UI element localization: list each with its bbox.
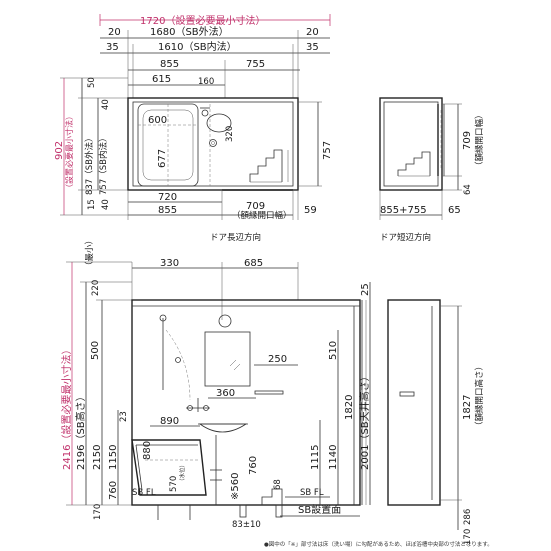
- plan-sb-outer-width: 1680（SB外法）: [150, 25, 229, 38]
- plan-dim-40: 40: [101, 99, 111, 110]
- elev-dim-330: 330: [160, 258, 179, 269]
- wash-basin-elevation: [198, 423, 248, 433]
- plan-dim-755: 755: [246, 59, 265, 70]
- plan-sb-inner-width: 1610（SB内法）: [158, 40, 237, 53]
- elev-dim-2150: 2150: [92, 445, 103, 470]
- elev-min-note: （最小）: [84, 236, 95, 270]
- elev-dim-68: 68: [273, 479, 283, 490]
- elev-dim-880: 880: [142, 441, 153, 460]
- elev-dim-25: 25: [360, 283, 371, 296]
- shower-fixture: [159, 314, 191, 401]
- step-symbol: [249, 149, 289, 183]
- elev-dim-685: 685: [244, 258, 263, 269]
- elev-dim-23: 23: [119, 411, 129, 422]
- short-step-symbol: [397, 151, 431, 177]
- elev-dim-2001: 2001（SB天井高さ）: [358, 371, 371, 470]
- elev-right-286: 286: [463, 509, 473, 525]
- elev-dim-760: 760: [108, 481, 119, 500]
- plan-dim-160: 160: [198, 77, 214, 87]
- short-dim-65: 65: [448, 205, 461, 216]
- plan-dim-59: 59: [304, 205, 317, 216]
- plan-left-dimension-lines: [60, 77, 128, 216]
- plan-caption: ドア長辺方向: [210, 232, 261, 243]
- elev-dim-1115: 1115: [310, 445, 321, 470]
- plan-unit-outline: [127, 97, 299, 191]
- plan-bottom-720: 720: [158, 192, 177, 203]
- elev-dim-170: 170: [93, 504, 103, 520]
- elev-dim-890: 890: [160, 416, 179, 427]
- elev-right-1827: 1827: [462, 395, 473, 420]
- plan-dim-855: 855: [160, 59, 179, 70]
- plan-dim-40-bottom: 40: [101, 199, 111, 210]
- plan-margin-left-35: 35: [106, 42, 119, 53]
- elev-dim-760b: 760: [248, 456, 259, 475]
- elev-fl-right: SB FL: [300, 488, 324, 498]
- elev-left-2416: 2416（設置必要最小寸法）: [60, 345, 73, 470]
- plan-dim-600: 600: [148, 115, 167, 126]
- bathtub-elevation: [131, 439, 207, 520]
- elev-mid-dimension-lines: [319, 282, 371, 505]
- elev-fl-left: SB FL: [132, 488, 156, 498]
- elev-dim-360: 360: [216, 388, 235, 399]
- elev-right-170: 170: [463, 529, 473, 545]
- plan-door-709-note: （額縁開口幅）: [232, 210, 292, 221]
- elev-dim-560: ※560: [230, 473, 241, 500]
- plan-unit-inner: [132, 101, 294, 187]
- drain-icon: [209, 139, 217, 147]
- plan-left-837: 837（SB外法）: [84, 134, 95, 195]
- faucet-plan-circle: [201, 109, 209, 117]
- elev-dim-510: 510: [328, 341, 339, 360]
- plan-dim-50: 50: [87, 77, 97, 88]
- elev-dim-570-note: （水位）: [178, 462, 186, 484]
- plan-left-757: 757（SB内法）: [98, 134, 109, 195]
- plan-dimension-lines: [99, 14, 331, 98]
- elev-left-dimension-lines: [66, 261, 132, 506]
- plan-right-757: 757: [322, 141, 333, 160]
- shower-head-icon: [175, 357, 181, 363]
- short-caption: ドア短辺方向: [380, 232, 431, 243]
- plan-margin-right-35: 35: [306, 42, 319, 53]
- elev-unit-outline: [131, 299, 361, 506]
- plan-left-902: 902: [54, 141, 65, 160]
- elev-dim-250: 250: [268, 354, 287, 365]
- elev-dim-500: 500: [90, 341, 101, 360]
- short-dim-709: 709: [462, 131, 473, 150]
- towel-bar: [254, 390, 284, 395]
- plan-total-width: 1720（設置必要最小寸法）: [140, 14, 265, 27]
- elev-dim-570: 570: [169, 476, 179, 492]
- elevation-view: （最小） 330 685 220 2416（設置必要最小寸法） 2196（SB高…: [60, 236, 485, 545]
- mirror-cabinet: [204, 331, 251, 387]
- light-icon: [218, 314, 232, 328]
- elev-right-unit: [387, 299, 441, 506]
- elev-left-2196: 2196（SB高さ）: [74, 391, 87, 470]
- plan-dim-615: 615: [152, 74, 171, 85]
- short-side-view: 709 （額縁開口幅） 64 855+755 65 ドア短辺方向: [379, 97, 485, 243]
- short-dim-64: 64: [463, 184, 473, 195]
- plan-bottom-dimension-lines: [127, 190, 299, 220]
- elev-right-1827-note: （額縁開口高さ）: [474, 362, 485, 430]
- plan-margin-left-20: 20: [108, 27, 121, 38]
- elev-dim-83: 83±10: [232, 520, 261, 530]
- elev-base-note: SB設置面: [298, 503, 341, 516]
- plan-door-709: 709: [246, 201, 265, 212]
- elev-dim-1140: 1140: [328, 445, 339, 470]
- short-bottom-dims: 855+755: [380, 205, 427, 216]
- elev-dim-220: 220: [91, 280, 101, 296]
- plan-bottom-855: 855: [158, 205, 177, 216]
- short-unit-outline: [379, 97, 443, 191]
- plan-margin-right-20: 20: [306, 27, 319, 38]
- plan-dim-677: 677: [157, 149, 168, 168]
- faucet-elevation: [186, 398, 210, 412]
- elev-dim-1150: 1150: [108, 445, 119, 470]
- wash-basin-plan: [206, 113, 232, 133]
- plan-dim-320: 320: [225, 126, 235, 142]
- plan-left-902-note: （設置必要最小寸法）: [64, 112, 74, 192]
- plan-dim-15: 15: [87, 199, 97, 210]
- footnote: ●図中の「※」部寸法は床（洗い場）に勾配があるため、ほぼ浴槽中央部の寸法となりま…: [264, 540, 493, 548]
- plan-view: 1720（設置必要最小寸法） 20 1680（SB外法） 20 35 1610（…: [54, 14, 333, 243]
- short-dim-709-note: （額縁開口幅）: [474, 110, 485, 170]
- elev-dim-1820: 1820: [344, 395, 355, 420]
